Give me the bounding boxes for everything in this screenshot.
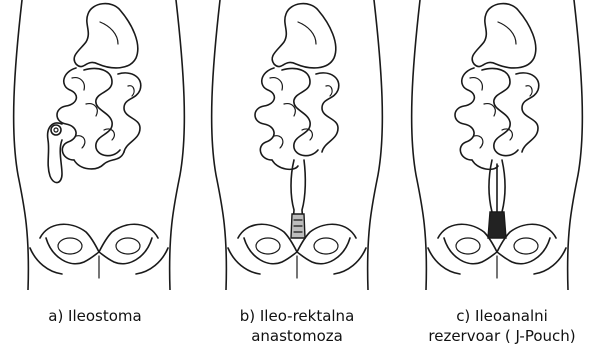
caption-ileostoma: a) Ileostoma	[20, 306, 170, 326]
panel-ileoanal-pouch: c) Ileoanalni rezervoar ( J-Pouch)	[398, 0, 596, 352]
stomach	[272, 4, 336, 68]
j-pouch-limbs	[489, 160, 505, 212]
small-intestine	[455, 68, 539, 169]
ileoanal-pouch-illustration	[398, 0, 596, 290]
body-outline-right	[368, 0, 383, 290]
ileorectal-anastomosis-illustration	[198, 0, 396, 290]
small-intestine	[57, 68, 141, 169]
pelvis	[30, 224, 168, 278]
j-pouch-reservoir	[488, 212, 506, 238]
stomach	[74, 4, 138, 68]
panel-ileorectal-anastomosis: b) Ileo-rektalna anastomoza	[198, 0, 396, 352]
caption-line: c) Ileoanalni	[412, 306, 592, 326]
ileostoma-illustration	[0, 0, 198, 290]
body-outline-left	[412, 0, 427, 290]
caption-ileoanal-pouch: c) Ileoanalni rezervoar ( J-Pouch)	[412, 306, 592, 346]
body-outline-right	[170, 0, 185, 290]
caption-line: anastomoza	[222, 326, 372, 346]
body-outline-left	[14, 0, 29, 290]
stomach	[472, 4, 536, 68]
small-intestine	[255, 68, 339, 169]
stoma-opening	[51, 125, 61, 135]
caption-line: rezervoar ( J-Pouch)	[412, 326, 592, 346]
body-outline-right	[568, 0, 583, 290]
body-outline-left	[212, 0, 227, 290]
caption-line: b) Ileo-rektalna	[222, 306, 372, 326]
caption-ileorectal-anastomosis: b) Ileo-rektalna anastomoza	[222, 306, 372, 346]
panel-ileostoma: a) Ileostoma	[0, 0, 198, 352]
caption-line: a) Ileostoma	[20, 306, 170, 326]
